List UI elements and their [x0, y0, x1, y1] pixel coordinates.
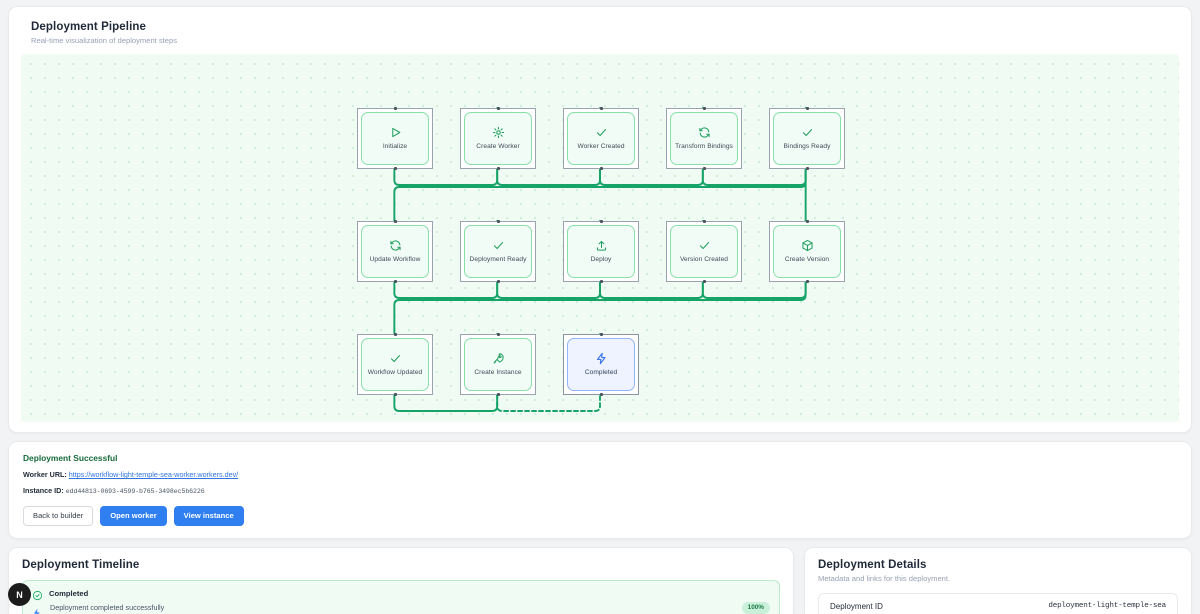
bolt-icon	[595, 352, 608, 365]
details-subtitle: Metadata and links for this deployment.	[818, 573, 951, 583]
pipeline-node-update-workflow[interactable]: Update Workflow	[357, 220, 433, 283]
nextjs-dev-badge[interactable]: N	[8, 583, 31, 606]
node-label: Create Instance	[474, 368, 522, 376]
node-body: Create Version	[773, 225, 841, 278]
node-label: Completed	[584, 368, 618, 376]
worker-url-row: Worker URL: https://workflow-light-templ…	[23, 470, 1177, 479]
refresh-icon	[698, 126, 711, 139]
node-body: Worker Created	[567, 112, 635, 165]
details-row-key: Deployment ID	[830, 601, 883, 611]
node-body: Version Created	[670, 225, 738, 278]
success-title: Deployment Successful	[23, 453, 118, 463]
node-body: Create Instance	[464, 338, 532, 391]
deployment-timeline-card: Deployment Timeline Completed Deployment…	[8, 546, 794, 614]
node-body: Deployment Ready	[464, 225, 532, 278]
deployment-pipeline-card: Deployment Pipeline Real-time visualizat…	[8, 6, 1192, 433]
pipeline-canvas[interactable]: Initialize Create Worker Worker Created Tra…	[21, 54, 1179, 422]
node-body: Update Workflow	[361, 225, 429, 278]
node-body: Create Worker	[464, 112, 532, 165]
node-label: Deploy	[590, 255, 612, 263]
timeline-title: Deployment Timeline	[22, 558, 140, 571]
pipeline-edge	[393, 333, 499, 412]
pipeline-edge	[496, 333, 601, 412]
timeline-item-description: Deployment completed successfully	[50, 602, 165, 612]
package-icon	[801, 239, 814, 252]
pipeline-node-worker-created[interactable]: Worker Created	[563, 107, 639, 170]
pipeline-node-initialize[interactable]: Initialize	[357, 107, 433, 170]
play-icon	[389, 126, 402, 139]
node-label: Transform Bindings	[675, 142, 733, 150]
node-label: Workflow Updated	[367, 368, 423, 376]
back-to-builder-button[interactable]: Back to builder	[23, 506, 94, 526]
upload-icon	[595, 239, 608, 252]
success-actions: Back to builder Open worker View instanc…	[23, 506, 1177, 526]
check-icon	[595, 126, 608, 139]
gear-icon	[492, 126, 505, 139]
pipeline-node-create-instance[interactable]: Create Instance	[460, 333, 536, 396]
node-label: Create Worker	[476, 142, 520, 150]
node-label: Version Created	[679, 255, 729, 263]
bolt-icon	[32, 605, 42, 614]
page-subtitle: Real-time visualization of deployment st…	[31, 36, 178, 45]
node-body: Bindings Ready	[773, 112, 841, 165]
node-body: Workflow Updated	[361, 338, 429, 391]
pipeline-node-workflow-updated[interactable]: Workflow Updated	[357, 333, 433, 396]
pipeline-edge	[393, 281, 807, 335]
pipeline-node-version-created[interactable]: Version Created	[666, 220, 742, 283]
timeline-item[interactable]: Completed Deployment completed successfu…	[22, 579, 780, 614]
details-row-deployment-id: Deployment ID deployment-light-temple-se…	[818, 592, 1178, 614]
pipeline-node-completed[interactable]: Completed	[563, 333, 639, 396]
pipeline-edges	[393, 107, 807, 412]
details-title: Deployment Details	[818, 558, 927, 571]
instance-id-value: edd44813-0693-4599-b765-3498ec5b6226	[65, 488, 205, 495]
pipeline-node-create-worker[interactable]: Create Worker	[460, 107, 536, 170]
node-label: Deployment Ready	[469, 255, 527, 263]
node-label: Initialize	[382, 142, 408, 150]
node-label: Update Workflow	[369, 255, 421, 263]
instance-id-label: Instance ID:	[23, 486, 64, 495]
node-body: Transform Bindings	[670, 112, 738, 165]
worker-url-label: Worker URL:	[23, 470, 67, 479]
pipeline-node-create-version[interactable]: Create Version	[769, 220, 845, 283]
node-body: Completed	[567, 338, 635, 391]
pipeline-node-transform-bindings[interactable]: Transform Bindings	[666, 107, 742, 170]
timeline-item-head: Completed	[32, 588, 770, 600]
worker-url-link[interactable]: https://workflow-light-temple-sea-worker…	[68, 470, 239, 479]
check-icon	[698, 239, 711, 252]
view-instance-button[interactable]: View instance	[173, 506, 244, 526]
check-icon	[389, 352, 402, 365]
bottom-row: Deployment Timeline Completed Deployment…	[8, 546, 1192, 614]
page-title: Deployment Pipeline	[31, 21, 147, 33]
deployment-details-card: Deployment Details Metadata and links fo…	[804, 546, 1192, 614]
open-worker-button[interactable]: Open worker	[100, 506, 167, 526]
progress-badge: 100%	[741, 601, 770, 614]
timeline-item-status: Completed	[49, 588, 89, 598]
check-icon	[801, 126, 814, 139]
instance-id-row: Instance ID: edd44813-0693-4599-b765-349…	[23, 486, 1177, 495]
refresh-icon	[389, 239, 402, 252]
deployment-success-card: Deployment Successful Worker URL: https:…	[8, 441, 1192, 539]
pipeline-node-bindings-ready[interactable]: Bindings Ready	[769, 107, 845, 170]
node-label: Bindings Ready	[783, 142, 831, 150]
node-label: Worker Created	[577, 142, 625, 150]
node-label: Create Version	[784, 255, 830, 263]
node-body: Deploy	[567, 225, 635, 278]
details-row-value: deployment-light-temple-sea	[1048, 602, 1166, 611]
node-body: Initialize	[361, 112, 429, 165]
pipeline-node-deployment-ready[interactable]: Deployment Ready	[460, 220, 536, 283]
rocket-icon	[492, 352, 505, 365]
pipeline-node-deploy[interactable]: Deploy	[563, 220, 639, 283]
check-icon	[492, 239, 505, 252]
check-circle-icon	[32, 588, 43, 600]
